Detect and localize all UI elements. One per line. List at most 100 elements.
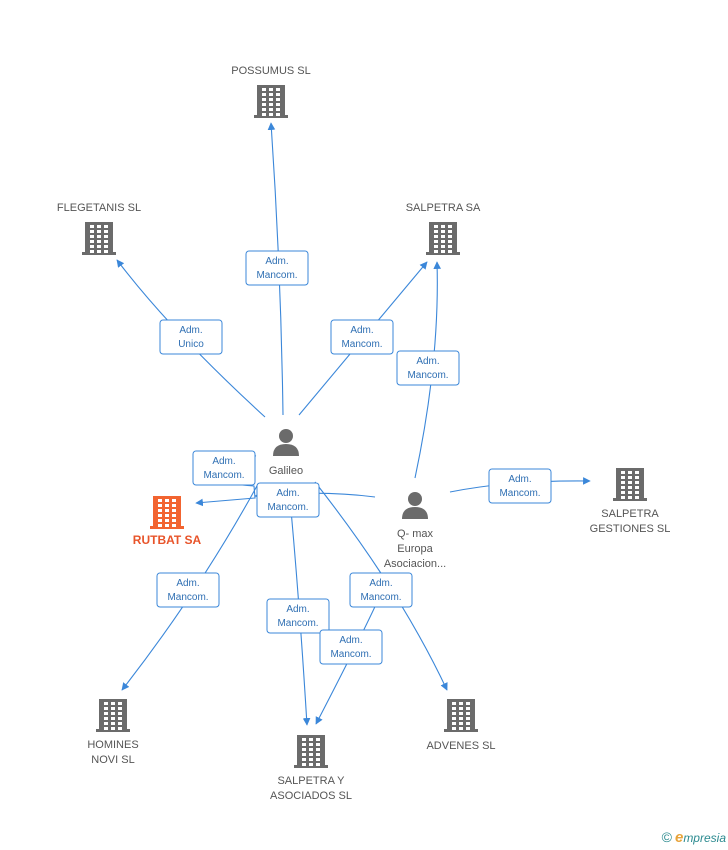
building-window: [97, 230, 101, 233]
building-window: [628, 481, 632, 484]
building-window: [90, 235, 94, 238]
building-window: [452, 712, 456, 715]
building-window: [621, 481, 625, 484]
building-base: [254, 115, 288, 118]
building-window: [302, 758, 306, 761]
building-window: [90, 230, 94, 233]
person-body: [273, 444, 299, 456]
node-rutbat[interactable]: RUTBAT SA: [133, 496, 202, 547]
building-window: [441, 225, 445, 228]
building-window: [172, 519, 176, 522]
building-window: [90, 240, 94, 243]
building-window: [448, 245, 452, 248]
building-window: [262, 98, 266, 101]
building-window: [90, 225, 94, 228]
building-window: [118, 727, 122, 730]
node-salpetra_sa[interactable]: SALPETRA SA: [406, 202, 481, 255]
building-window: [452, 707, 456, 710]
edge-label-box: [159, 319, 223, 355]
edge-label-galileo-to-advenes[interactable]: Adm.Mancom.: [349, 572, 413, 608]
node-label: NOVI SL: [91, 754, 134, 766]
edge-label-box: [396, 350, 460, 386]
building-window: [302, 763, 306, 766]
building-window: [459, 702, 463, 705]
building-window: [104, 235, 108, 238]
building-base: [82, 252, 116, 255]
edge-label-box: [192, 450, 256, 486]
building-window: [302, 753, 306, 756]
edge-label-text: Adm.: [369, 578, 392, 589]
edge-label-qmax-to-salpetra_y[interactable]: Adm.Mancom.: [319, 629, 383, 665]
edge-label-text: Mancom.: [203, 470, 244, 481]
edge-label-qmax-to-salpetra_gest[interactable]: Adm. Mancom.: [488, 468, 552, 504]
node-advenes[interactable]: ADVENES SL: [426, 699, 496, 752]
building-window: [97, 225, 101, 228]
building-window: [104, 240, 108, 243]
building-window: [262, 93, 266, 96]
edge-label-text: Adm.: [508, 474, 531, 485]
building-window: [269, 103, 273, 106]
node-label: RUTBAT SA: [133, 533, 202, 547]
node-label: SALPETRA: [601, 508, 659, 520]
building-window: [635, 471, 639, 474]
building-window: [434, 245, 438, 248]
person-head: [408, 492, 422, 506]
building-base: [426, 252, 460, 255]
building-window: [309, 753, 313, 756]
building-window: [441, 245, 445, 248]
edge-label-qmax-to-salpetra_sa[interactable]: Adm.Mancom.: [396, 350, 460, 386]
building-window: [459, 722, 463, 725]
edge-label-galileo-to-homines[interactable]: Adm.Mancom.: [156, 572, 220, 608]
edge-label-galileo-to-salpetra_y[interactable]: Adm.Mancom.: [266, 598, 330, 634]
building-window: [434, 250, 438, 253]
building-window: [165, 509, 169, 512]
edge-label-galileo-to-possumus[interactable]: Adm.Mancom.: [245, 250, 309, 286]
edge-label-text: Mancom.: [499, 488, 540, 499]
node-possumus[interactable]: POSSUMUS SL: [231, 65, 311, 118]
building-window: [635, 496, 639, 499]
node-qmax[interactable]: Q- maxEuropaAsociacion...: [384, 492, 446, 570]
building-window: [628, 491, 632, 494]
building-window: [111, 717, 115, 720]
building-window: [621, 486, 625, 489]
building-window: [434, 225, 438, 228]
building-window: [628, 476, 632, 479]
building-window: [165, 504, 169, 507]
node-label: SALPETRA Y: [277, 775, 345, 787]
edge-label-galileo-to-flegetanis[interactable]: Adm. Unico: [159, 319, 223, 355]
brand-name: mpresia: [683, 831, 726, 845]
building-window: [309, 748, 313, 751]
building-window: [448, 230, 452, 233]
building-window: [111, 707, 115, 710]
building-window: [621, 491, 625, 494]
edge-label-galileo-to-rutbat[interactable]: Adm.Mancom.: [192, 450, 256, 486]
edge-label-box: [156, 572, 220, 608]
building-window: [448, 240, 452, 243]
building-window: [165, 519, 169, 522]
edge-label-text: Adm.: [179, 325, 202, 336]
edge-label-text: Mancom.: [167, 592, 208, 603]
edge-label-text: Unico: [178, 339, 204, 350]
building-window: [441, 235, 445, 238]
node-galileo[interactable]: Galileo: [269, 429, 303, 477]
edge-label-text: Mancom.: [341, 339, 382, 350]
node-flegetanis[interactable]: FLEGETANIS SL: [57, 202, 141, 255]
edge-label-text: Adm.: [286, 604, 309, 615]
building-window: [316, 763, 320, 766]
edge-label-qmax-to-rutbat[interactable]: Adm.Mancom.: [256, 482, 320, 518]
building-window: [309, 763, 313, 766]
edge-label-box: [256, 482, 320, 518]
brand-watermark: ©empresia: [662, 829, 726, 846]
edge-label-text: Adm.: [276, 488, 299, 499]
building-window: [459, 717, 463, 720]
edge-label-text: Adm.: [265, 256, 288, 267]
node-label: FLEGETANIS SL: [57, 202, 141, 214]
edge-label-galileo-to-salpetra_sa[interactable]: Adm.Mancom.: [330, 319, 394, 355]
building-icon: [96, 699, 130, 732]
building-window: [172, 524, 176, 527]
building-window: [459, 712, 463, 715]
building-window: [165, 499, 169, 502]
